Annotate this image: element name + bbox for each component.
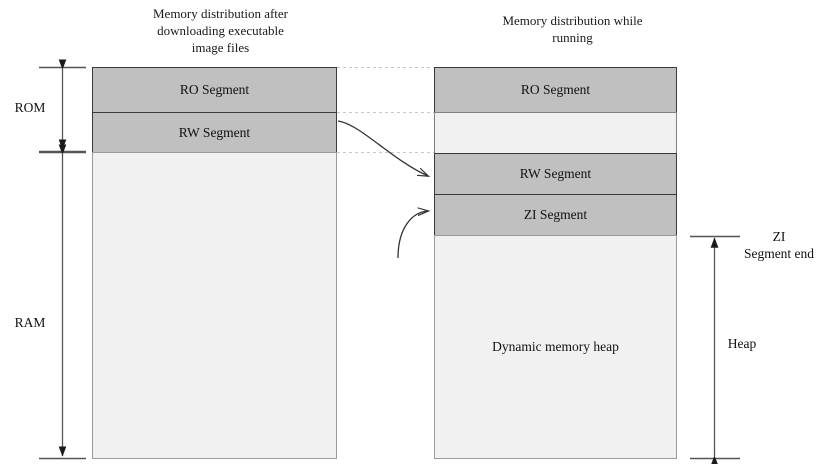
- ram-label: RAM: [14, 315, 46, 330]
- right-memory-box: RO Segment RW Segment ZI Segment Dynamic…: [434, 67, 677, 459]
- right-segment-rw-label: RW Segment: [519, 166, 592, 181]
- left-segment-free: [92, 152, 337, 459]
- right-segment-heap-label: Dynamic memory heap: [492, 339, 619, 354]
- rom-label: ROM: [14, 100, 46, 115]
- left-segment-rw: RW Segment: [92, 112, 337, 153]
- right-segment-zi: ZI Segment: [434, 194, 677, 236]
- left-segment-ro-label: RO Segment: [179, 82, 250, 97]
- rw-relocation-arrow: [337, 120, 428, 176]
- left-panel-title: Memory distribution after downloading ex…: [152, 6, 289, 55]
- right-segment-zi-label: ZI Segment: [523, 207, 588, 222]
- right-segment-rw: RW Segment: [434, 153, 677, 195]
- zi-segment-end-label: ZI Segment end: [743, 229, 815, 261]
- zi-relocation-arrow: [397, 211, 428, 259]
- left-segment-ro: RO Segment: [92, 67, 337, 113]
- ram-measure: [39, 151, 86, 460]
- right-segment-ro-label: RO Segment: [520, 82, 591, 97]
- right-segment-heap: Dynamic memory heap: [434, 235, 677, 459]
- guide-lines: [337, 67, 434, 153]
- left-memory-box: RO Segment RW Segment: [92, 67, 337, 459]
- left-segment-rw-label: RW Segment: [178, 124, 251, 140]
- right-segment-ro: RO Segment: [434, 67, 677, 113]
- heap-label: Heap: [727, 336, 757, 351]
- right-segment-gap: [434, 112, 677, 154]
- right-panel-title: Memory distribution while running: [502, 13, 643, 45]
